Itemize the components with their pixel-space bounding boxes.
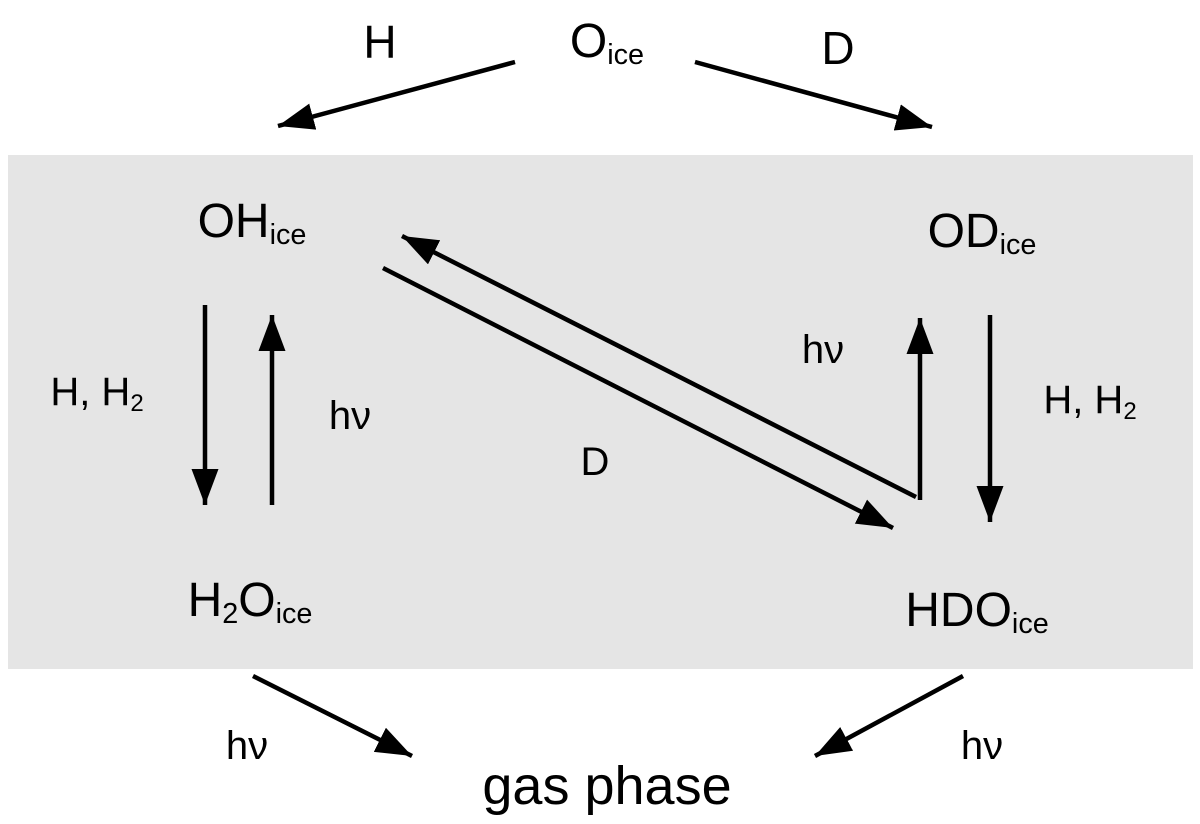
label-d-diagonal: D [580, 440, 610, 484]
arrow-hdo-to-gas [813, 674, 965, 758]
node-hdo-ice: HDOice [905, 584, 1049, 640]
label-h-h2-right: H, H2 [1043, 378, 1137, 425]
arrow-h2o-to-gas [251, 673, 414, 759]
node-o-ice: Oice [569, 15, 645, 71]
label-hv-bottom-right: hν [960, 724, 1004, 768]
node-gas-phase: gas phase [482, 756, 732, 816]
label-hv-left: hν [328, 394, 372, 438]
label-hv-right: hν [801, 328, 845, 372]
node-oh-ice: OHice [197, 195, 307, 251]
arrow-o-to-oh [277, 59, 516, 130]
label-d-top: D [821, 22, 855, 74]
label-h-h2-left: H, H2 [50, 370, 144, 417]
label-hv-bottom-left: hν [225, 724, 269, 768]
arrow-o-to-od [694, 59, 933, 131]
node-h2o-ice: H2Oice [187, 574, 313, 630]
label-h-top: H [363, 16, 397, 68]
node-od-ice: ODice [927, 205, 1037, 261]
